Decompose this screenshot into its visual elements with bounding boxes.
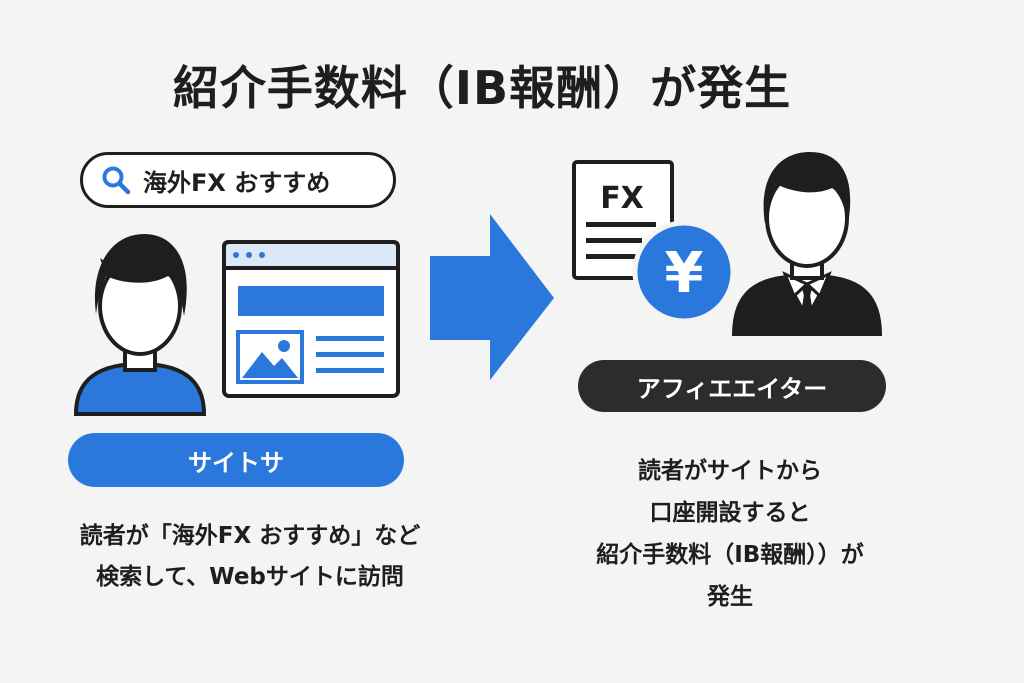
caption-line: 発生 (707, 584, 753, 610)
businessman-icon (732, 152, 882, 336)
document-label: FX (600, 181, 644, 216)
arrow-right-icon (430, 214, 554, 380)
browser-window-icon (222, 240, 400, 398)
search-query: 海外FX おすすめ (143, 168, 331, 197)
affiliate-label: アフィエエイター (578, 360, 886, 412)
caption-line: 読者がサイトから (638, 458, 822, 484)
site-owner-label: サイトサ (68, 433, 404, 487)
yen-coin-icon: ¥ (632, 220, 736, 324)
user-icon (73, 234, 207, 416)
search-bar: 海外FX おすすめ (80, 152, 396, 208)
search-icon (102, 166, 131, 195)
page-title: 紹介手数料（IB報酬）が発生 (172, 61, 792, 115)
caption-line: 紹介手数料（IB報酬））が (596, 542, 864, 568)
left-caption: 読者が「海外FX おすすめ」など 検索して、Webサイトに訪問 (40, 516, 460, 598)
right-caption: 読者がサイトから 口座開設すると 紹介手数料（IB報酬））が 発生 (540, 450, 920, 618)
caption-line: 読者が「海外FX おすすめ」など (79, 523, 421, 549)
caption-line: 口座開設すると (649, 500, 811, 526)
caption-line: 検索して、Webサイトに訪問 (96, 564, 404, 590)
coin-symbol: ¥ (665, 241, 704, 306)
